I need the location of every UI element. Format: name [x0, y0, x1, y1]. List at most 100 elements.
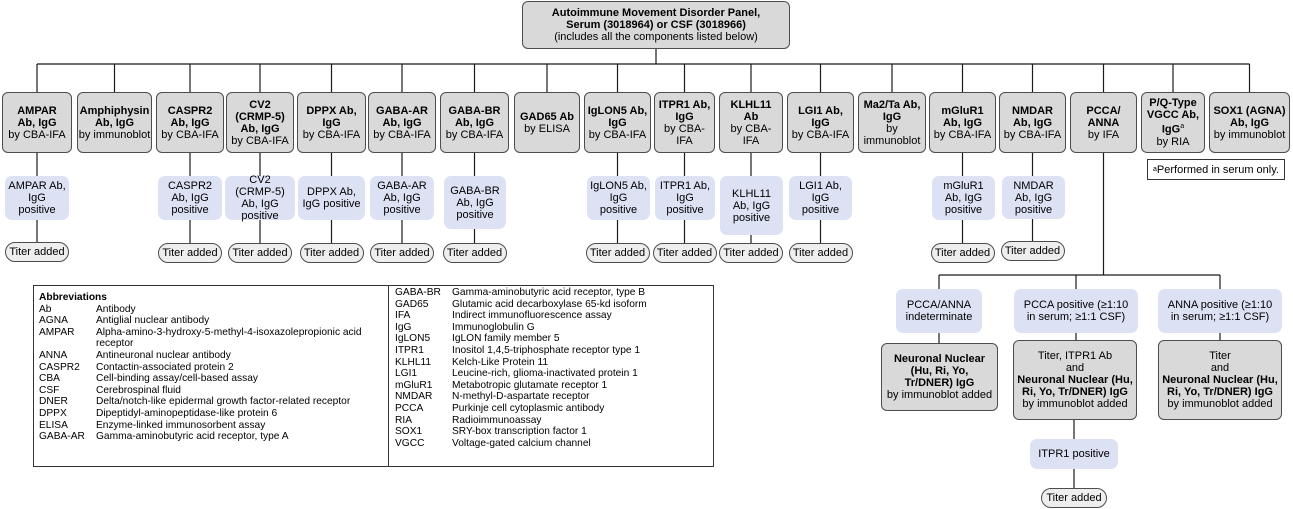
abbreviation-term: NMDAR [395, 391, 433, 403]
titer-added-text: Titer added [303, 247, 360, 259]
positive-result-box-3: CV2 (CRMP-5) Ab, IgG positive [225, 174, 295, 222]
test-method: by RIA [1156, 135, 1190, 148]
pcca-anna-indeterminate-text: PCCA/ANNA indeterminate [905, 299, 973, 323]
titer-added-text: Titer added [656, 247, 713, 259]
titer-added-text: Titer added [934, 247, 991, 259]
abbreviation-definition: Cerebrospinal fluid [96, 384, 181, 396]
positive-result-text: KLHL11 Ab, IgG positive [732, 187, 771, 224]
titer-added-text: Titer added [162, 247, 218, 259]
test-name: ITPR1 Ab,IgG [658, 98, 711, 123]
pcca-positive-text: PCCA positive (≥1:10 in serum; ≥1:1 CSF) [1023, 299, 1129, 323]
pcca-positive-box: PCCA positive (≥1:10 in serum; ≥1:1 CSF) [1014, 289, 1138, 333]
positive-result-text: NMDAR Ab, IgG positive [1013, 179, 1054, 216]
abbreviation-definition: N-methyl-D-aspartate receptor [452, 391, 590, 403]
panel-title-line3: (includes all the components listed belo… [554, 31, 758, 43]
abbreviation-definition: Inositol 1,4,5-triphosphate receptor typ… [452, 344, 641, 356]
titer-added-pill: Titer added [442, 243, 507, 263]
neuronal-nuclear-mid-method: by immunoblot added [1022, 398, 1128, 410]
abbreviation-definition: Enzyme-linked immunosorbent assay [96, 419, 266, 431]
test-method: by CBA-IFA [231, 134, 289, 147]
positive-result-box-11: LGI1 Ab, IgG positive [789, 176, 852, 220]
titer-added-text: Titer added [1046, 492, 1102, 504]
test-method: by CBA-IFA [933, 128, 992, 141]
abbreviation-definition: Contactin-associated protein 2 [96, 361, 234, 373]
abbreviation-definition: Kelch-Like Protein 11 [452, 356, 549, 368]
titer-itpr1-text: Titer, ITPR1 Ab [1037, 350, 1113, 362]
neuronal-nuclear-left-method: by immunoblot added [886, 389, 993, 401]
itpr1-titer-added: Titer added [1041, 488, 1107, 508]
abbreviation-term: DPPX [39, 407, 67, 419]
positive-result-text: AMPAR Ab, IgG positive [8, 180, 66, 216]
test-name: SOX1 (AGNA)Ab, IgG [1213, 104, 1286, 129]
positive-result-box-14: NMDAR Ab, IgG positive [1002, 176, 1065, 219]
abbreviation-term: RIA [395, 414, 412, 426]
titer-added-text: Titer added [446, 247, 503, 259]
positive-result-box-0: AMPAR Ab, IgG positive [5, 176, 69, 220]
abbreviation-term: KLHL11 [395, 356, 432, 368]
panel-title-line1: Autoimmune Movement Disorder Panel, [551, 7, 761, 19]
abbreviation-term: IgG [395, 321, 412, 333]
test-name: GAD65 Ab [520, 110, 574, 123]
titer-added-pill: Titer added [158, 243, 222, 263]
itpr1-positive-box: ITPR1 positive [1030, 439, 1118, 469]
abbreviation-term: mGluR1 [395, 379, 433, 391]
abbreviation-term: ANNA [39, 349, 68, 361]
neuronal-nuclear-left-title: Neuronal Nuclear (Hu, Ri, Yo, Tr/DNER) I… [893, 353, 986, 389]
abbreviation-definition: Delta/notch-like epidermal growth factor… [96, 396, 351, 408]
test-method: by CBA-IFA [373, 128, 431, 141]
and-text: and [1065, 362, 1085, 374]
abbreviation-definition: Dipeptidyl-aminopeptidase-like protein 6 [96, 407, 278, 419]
footnote-text: Performed in serum only. [1156, 163, 1279, 176]
abbreviation-term: IFA [395, 310, 411, 322]
abbreviation-term: IgLON5 [395, 333, 431, 345]
pcca-anna-indeterminate-box: PCCA/ANNA indeterminate [896, 289, 982, 333]
positive-result-text: CASPR2 Ab, IgG positive [167, 180, 213, 216]
test-method: by CBA-IFA [1003, 128, 1062, 141]
titer-added-text: Titer added [792, 247, 849, 259]
abbreviation-definition: Antibody [96, 303, 136, 315]
abbreviation-definition: Metabotropic glutamate receptor 1 [452, 379, 608, 391]
test-method: by IFA [1087, 128, 1120, 141]
anna-positive-text: ANNA positive (≥1:10 in serum; ≥1:1 CSF) [1167, 299, 1273, 323]
positive-result-text: LGI1 Ab, IgG positive [799, 180, 842, 216]
abbreviation-definition: Indirect immunofluorescence assay [452, 310, 612, 322]
and-text: and [1210, 362, 1230, 374]
abbreviation-term: GABA-AR [39, 431, 85, 443]
positive-result-text: DPPX Ab, IgG positive [302, 186, 361, 210]
titer-added-pill: Titer added [370, 243, 434, 263]
titer-added-pill: Titer added [719, 243, 783, 263]
itpr1-positive-text: ITPR1 positive [1038, 448, 1110, 460]
positive-result-box-4: DPPX Ab, IgG positive [298, 176, 365, 220]
test-name: LGI1 Ab,IgG [798, 104, 843, 129]
test-method: by CBA-IFA [445, 128, 504, 141]
abbreviation-row: DPPX Dipeptidyl-aminopeptidase-like prote… [39, 408, 379, 420]
abbreviation-definition: Leucine-rich, glioma-inactivated protein… [452, 368, 638, 380]
titer-added-pill: Titer added [585, 243, 650, 263]
positive-result-text: ITPR1 Ab, IgG positive [659, 180, 711, 216]
titer-added-text: Titer added [9, 246, 65, 258]
test-method: by CBA-IFA [664, 122, 705, 147]
titer-added-pill: Titer added [5, 242, 69, 262]
